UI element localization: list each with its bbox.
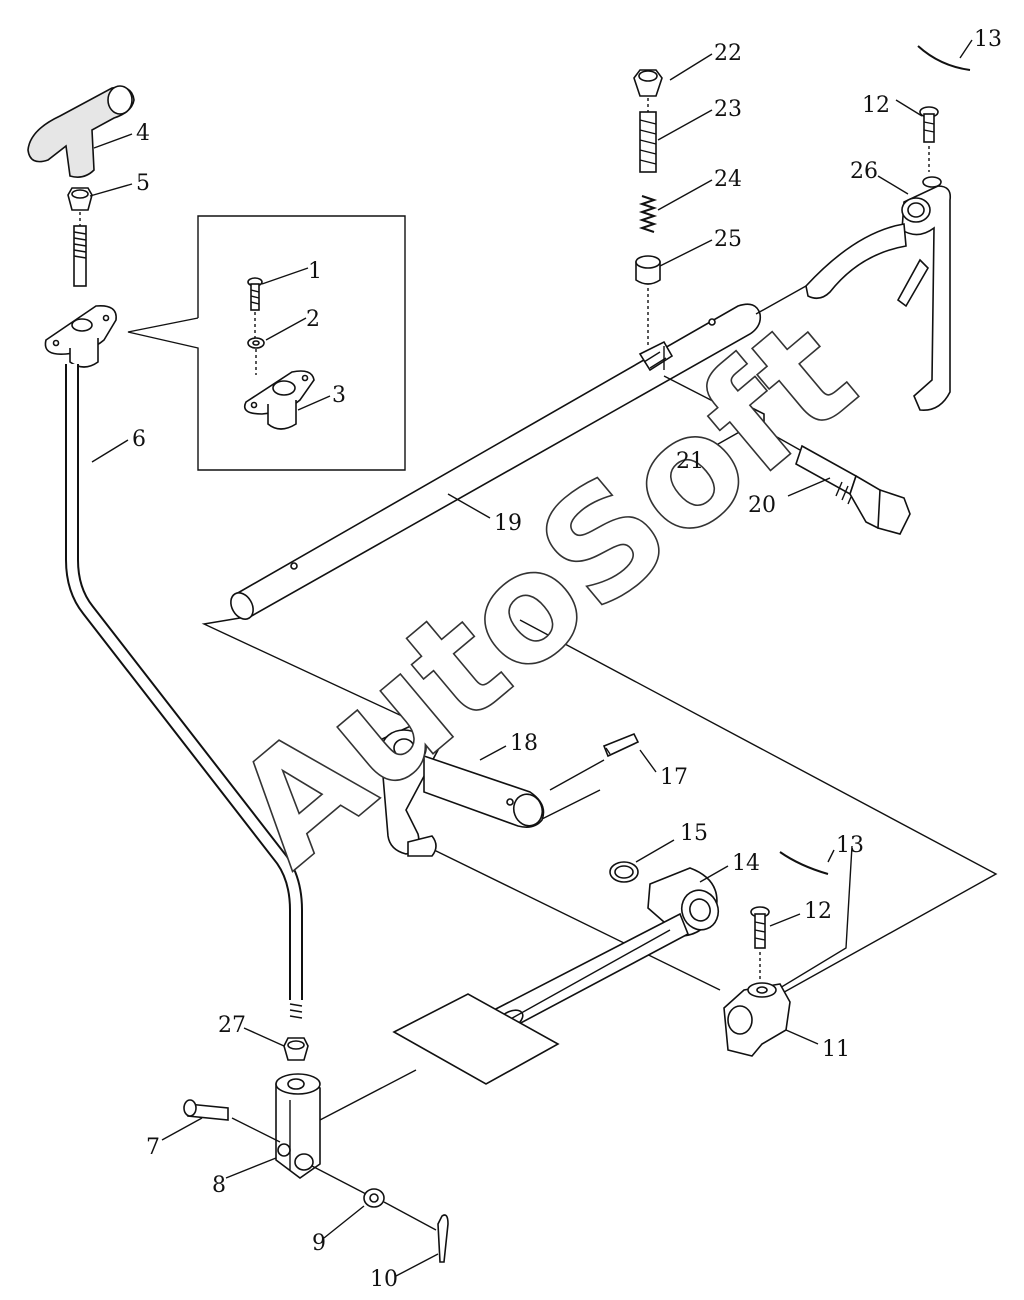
clevis-assembly xyxy=(183,1069,449,1263)
callout-20: 20 xyxy=(748,493,776,518)
selector-part-18 xyxy=(379,719,640,857)
leader-lines xyxy=(89,39,973,1277)
cover-plate xyxy=(392,993,560,1085)
bolt-assembly xyxy=(663,375,911,535)
shift-fork-part-26 xyxy=(805,176,952,411)
callout-8: 8 xyxy=(212,1173,226,1198)
shift-lever-assembly xyxy=(27,85,309,1061)
spring-part-24 xyxy=(638,195,658,233)
shift-rail-part-19 xyxy=(230,285,807,620)
detent-assembly xyxy=(633,69,663,346)
callout-5: 5 xyxy=(136,171,150,196)
callout-11: 11 xyxy=(822,1037,850,1062)
callout-7: 7 xyxy=(146,1135,160,1160)
callout-6: 6 xyxy=(132,427,146,452)
callout-9: 9 xyxy=(312,1231,326,1256)
callout-12-upper: 12 xyxy=(862,93,890,118)
flange-part-3 xyxy=(243,370,315,430)
callout-15: 15 xyxy=(680,821,708,846)
callout-2: 2 xyxy=(306,307,320,332)
callout-13-lower: 13 xyxy=(836,833,864,858)
callout-24: 24 xyxy=(714,167,742,192)
screw-part-12-lower xyxy=(750,906,770,980)
callout-13-upper: 13 xyxy=(974,27,1002,52)
screw-part-12-upper xyxy=(919,106,939,172)
callout-25: 25 xyxy=(714,227,742,252)
arc-part-13-lower xyxy=(779,851,829,875)
callout-22: 22 xyxy=(714,41,742,66)
callout-10: 10 xyxy=(370,1267,398,1292)
block-part-11 xyxy=(723,982,791,1057)
screw-part-1 xyxy=(247,277,263,338)
rod-part-6 xyxy=(67,364,301,1000)
callout-1: 1 xyxy=(308,259,322,284)
detail-inset xyxy=(127,215,406,471)
callout-17: 17 xyxy=(660,765,688,790)
assembly-lines xyxy=(201,617,998,1011)
callout-14: 14 xyxy=(732,851,760,876)
callout-21: 21 xyxy=(676,449,704,474)
arc-part-13-upper xyxy=(917,45,971,71)
callout-labels: 1 2 3 4 5 6 7 8 9 10 11 12 12 13 13 14 1… xyxy=(132,27,1002,1292)
callout-12-lower: 12 xyxy=(804,899,832,924)
callout-26: 26 xyxy=(850,159,878,184)
pin-part-17 xyxy=(602,732,640,758)
lever-part-14 xyxy=(483,867,720,1036)
callout-4: 4 xyxy=(136,121,150,146)
callout-23: 23 xyxy=(714,97,742,122)
callout-3: 3 xyxy=(332,383,346,408)
callout-18: 18 xyxy=(510,731,538,756)
callout-19: 19 xyxy=(494,511,522,536)
callout-27: 27 xyxy=(218,1013,246,1038)
cotter-pin-part-10 xyxy=(437,1214,449,1263)
